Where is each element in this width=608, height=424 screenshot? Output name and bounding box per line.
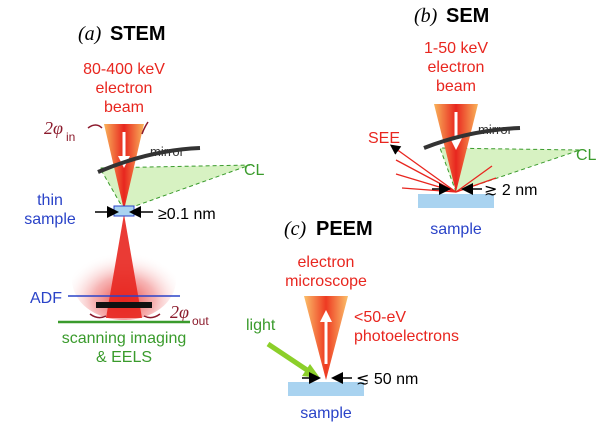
- sem-panel: (b) SEM 1-50 keV electron beam CL mirror…: [368, 5, 597, 238]
- peem-title: PEEM: [316, 218, 373, 240]
- peem-light-label: light: [246, 317, 276, 334]
- stem-resolution: ≥0.1 nm: [158, 206, 216, 223]
- stem-cl-label: CL: [244, 162, 265, 179]
- peem-microscope-label-2: microscope: [285, 273, 367, 290]
- stem-panel: (a) STEM 80-400 keV electron beam CL mir…: [24, 23, 264, 366]
- peem-photoelectrons-label: photoelectrons: [354, 328, 459, 345]
- stem-thin-sample: [113, 205, 135, 217]
- peem-photoelectrons-energy: <50-eV: [354, 309, 406, 326]
- sem-sample: [418, 194, 494, 208]
- stem-angle-out-symbol: 2φ: [170, 302, 189, 322]
- peem-panel-letter: (c): [284, 218, 307, 240]
- stem-beam-energy: 80-400 keV: [83, 61, 165, 78]
- sem-beam-energy: 1-50 keV: [424, 40, 488, 57]
- stem-angle-out-sub: out: [192, 314, 209, 328]
- sem-cl-label: CL: [576, 147, 597, 164]
- stem-adf-detector: [96, 302, 152, 308]
- peem-resolution: ≲ 50 nm: [356, 371, 418, 388]
- stem-beam-label-electron: electron: [96, 80, 153, 97]
- sem-beam-label-electron: electron: [428, 59, 485, 76]
- stem-mirror-label: mirror: [150, 144, 185, 159]
- stem-mirror: [97, 146, 201, 174]
- stem-panel-letter: (a): [78, 23, 102, 45]
- sem-mirror: [423, 126, 521, 150]
- sem-mirror-label: mirror: [478, 122, 513, 137]
- stem-adf-label: ADF: [30, 290, 62, 307]
- stem-title: STEM: [110, 23, 166, 45]
- sem-beam-arrow-icon: [450, 138, 462, 150]
- stem-angle-in-arrow-right: [141, 121, 149, 135]
- sem-cl-cone: [439, 147, 581, 193]
- sem-resolution: ≳ 2 nm: [484, 182, 537, 199]
- peem-panel: (c) PEEM electron microscope <50-eV phot…: [246, 218, 459, 422]
- stem-detector-label-1: scanning imaging: [62, 330, 187, 347]
- stem-angle-out-arrow-left: [89, 313, 107, 319]
- peem-sample-label: sample: [300, 405, 352, 422]
- stem-transmitted-beam: [106, 214, 142, 318]
- sem-title: SEM: [446, 5, 489, 27]
- sem-see-label: SEE: [368, 130, 400, 147]
- stem-angle-out-arrow-right: [143, 313, 161, 319]
- stem-angle-in-sub: in: [66, 130, 75, 144]
- sem-panel-letter: (b): [414, 5, 438, 27]
- stem-angle-in-symbol: 2φ: [44, 118, 63, 138]
- sem-sample-label: sample: [430, 221, 482, 238]
- peem-microscope-label-1: electron: [298, 254, 355, 271]
- stem-sample-label-sample: sample: [24, 211, 76, 228]
- stem-angle-in-arrow-left: [87, 124, 103, 129]
- stem-beam-label-beam: beam: [104, 99, 144, 116]
- stem-cl-cone: [99, 164, 251, 211]
- peem-light-beam: [266, 341, 312, 375]
- sem-beam-label-beam: beam: [436, 78, 476, 95]
- stem-detector-label-2: & EELS: [96, 349, 152, 366]
- peem-sample: [288, 382, 364, 396]
- peem-arrow-up-icon: [320, 310, 332, 322]
- stem-sample-label-thin: thin: [37, 192, 63, 209]
